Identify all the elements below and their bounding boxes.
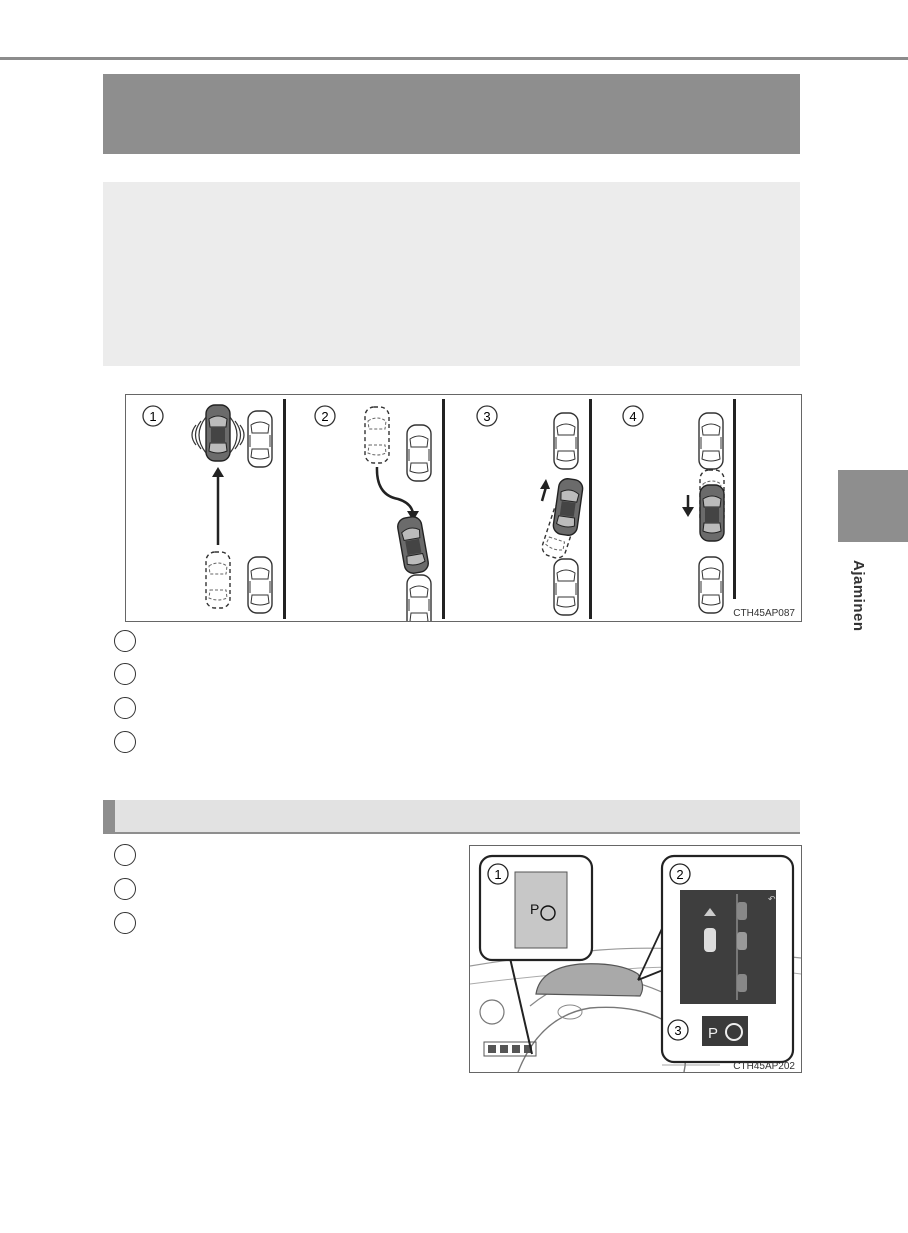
callout-3-number: 3 — [667, 1019, 689, 1041]
cockpit-figure: P 1 2 ↶ 3 P CTH45AP202 — [469, 845, 802, 1073]
legend-3-circle — [114, 697, 136, 719]
chapter-tab[interactable] — [838, 470, 908, 542]
figure-2-code: CTH45AP202 — [733, 1061, 795, 1072]
return-icon: ↶ — [768, 894, 776, 904]
callout-2-number: 2 — [669, 863, 691, 885]
legend-2-circle — [114, 663, 136, 685]
svg-text:2: 2 — [676, 867, 683, 882]
figure-1-code: CTH45AP087 — [733, 608, 795, 619]
step-3-number: 3 — [476, 405, 498, 427]
panel-2-scene — [364, 406, 432, 632]
indicator-steering-icon — [725, 1023, 743, 1041]
legend-1-circle — [114, 630, 136, 652]
subsection-header-bar — [103, 800, 800, 834]
callout-1-circle — [114, 844, 136, 866]
multi-info-display — [680, 890, 776, 1004]
parking-assist-indicator — [702, 1016, 748, 1046]
parking-sequence-figure: 1 2 3 4 — [125, 394, 802, 632]
callout-2-circle — [114, 878, 136, 900]
info-box — [103, 182, 800, 366]
step-1-number: 1 — [142, 405, 164, 427]
panel-1-scene — [191, 404, 273, 614]
cockpit-diagram: P 1 2 ↶ 3 P CTH45AP202 — [470, 854, 801, 1072]
direction-arrow-icon — [704, 908, 716, 916]
svg-text:3: 3 — [674, 1023, 681, 1038]
subsection-header-accent — [103, 800, 115, 834]
vehicle-icon — [704, 928, 716, 952]
callout-3-circle — [114, 912, 136, 934]
panel-3-scene — [539, 412, 585, 616]
top-rule — [0, 57, 908, 60]
step-4-number: 4 — [622, 405, 644, 427]
parking-sequence-diagram: 1 2 3 4 — [142, 399, 795, 632]
callout-1-number: 1 — [487, 863, 509, 885]
indicator-p-symbol: P — [708, 1025, 718, 1042]
panel-4-scene — [682, 412, 725, 614]
step-2-number: 2 — [314, 405, 336, 427]
section-header-bar — [103, 74, 800, 154]
svg-text:3: 3 — [483, 409, 490, 424]
p-symbol-switch: P — [530, 901, 539, 917]
legend-4-circle — [114, 731, 136, 753]
chapter-tab-label: Ajaminen — [850, 560, 867, 632]
svg-text:1: 1 — [149, 409, 156, 424]
svg-text:1: 1 — [494, 867, 501, 882]
steering-wheel-icon — [540, 905, 556, 921]
svg-text:4: 4 — [629, 409, 636, 424]
svg-text:2: 2 — [321, 409, 328, 424]
